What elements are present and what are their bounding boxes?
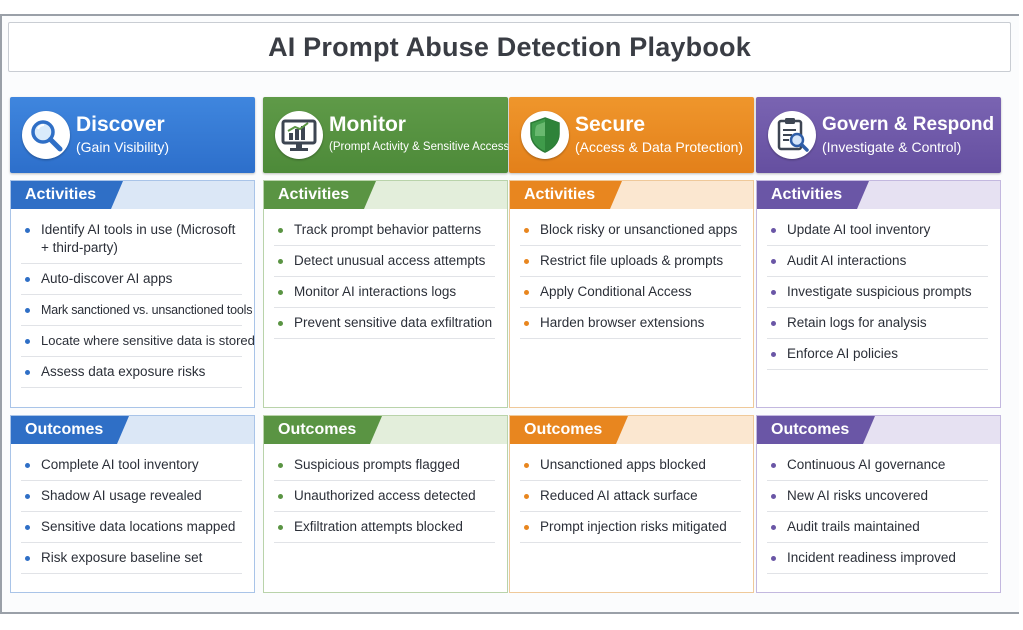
page-title: AI Prompt Abuse Detection Playbook <box>268 31 751 62</box>
activities-panel: Activities Track prompt behavior pattern… <box>263 180 508 408</box>
activities-label: Activities <box>11 181 123 209</box>
list-item: Restrict file uploads & prompts <box>520 246 741 277</box>
outcomes-panel: Outcomes Unsanctioned apps blocked Reduc… <box>509 415 754 593</box>
list-item: Monitor AI interactions logs <box>274 277 495 308</box>
list-item: Exfiltration attempts blocked <box>274 512 495 543</box>
activities-panel: Activities Identify AI tools in use (Mic… <box>10 180 255 408</box>
column-header: Monitor (Prompt Activity & Sensitive Acc… <box>263 97 513 173</box>
list-item: Prompt injection risks mitigated <box>520 512 741 543</box>
list-item: Assess data exposure risks <box>21 357 242 388</box>
list-item: Sensitive data locations mapped <box>21 512 242 543</box>
list-item: Identify AI tools in use (Microsoft + th… <box>21 215 242 264</box>
title-bar: AI Prompt Abuse Detection Playbook <box>8 22 1011 72</box>
list-item: Unauthorized access detected <box>274 481 495 512</box>
column-title: Govern & Respond <box>822 114 995 135</box>
list-item: New AI risks uncovered <box>767 481 988 512</box>
list-item: Prevent sensitive data exfiltration <box>274 308 495 339</box>
column-header: Govern & Respond (Investigate & Control) <box>756 97 1001 173</box>
list-item: Mark sanctioned vs. unsanctioned tools <box>21 295 252 326</box>
outcomes-label: Outcomes <box>264 416 382 444</box>
column-monitor: Monitor (Prompt Activity & Sensitive Acc… <box>263 97 513 593</box>
column-discover: Discover (Gain Visibility) Activities Id… <box>10 97 255 593</box>
column-subtitle: (Gain Visibility) <box>76 139 170 155</box>
column-title: Discover <box>76 113 165 136</box>
list-item: Retain logs for analysis <box>767 308 988 339</box>
outcomes-panel: Outcomes Complete AI tool inventory Shad… <box>10 415 255 593</box>
list-item: Locate where sensitive data is stored <box>21 326 255 357</box>
activities-label: Activities <box>264 181 376 209</box>
list-item: Update AI tool inventory <box>767 215 988 246</box>
list-item: Harden browser extensions <box>520 308 741 339</box>
activities-panel: Activities Block risky or unsanctioned a… <box>509 180 754 408</box>
list-item: Enforce AI policies <box>767 339 988 370</box>
outcomes-label: Outcomes <box>510 416 628 444</box>
column-title: Secure <box>575 113 646 136</box>
list-item: Continuous AI governance <box>767 450 988 481</box>
activities-panel: Activities Update AI tool inventory Audi… <box>756 180 1001 408</box>
list-item: Risk exposure baseline set <box>21 543 242 574</box>
list-item: Incident readiness improved <box>767 543 988 574</box>
monitor-chart-icon <box>275 111 323 159</box>
outcomes-panel: Outcomes Suspicious prompts flagged Unau… <box>263 415 508 593</box>
list-item: Unsanctioned apps blocked <box>520 450 741 481</box>
column-secure: Secure (Access & Data Protection) Activi… <box>509 97 754 593</box>
column-subtitle: (Prompt Activity & Sensitive Access) <box>329 141 514 153</box>
column-title: Monitor <box>329 113 406 136</box>
list-item: Audit trails maintained <box>767 512 988 543</box>
magnifier-icon <box>22 111 70 159</box>
column-header: Secure (Access & Data Protection) <box>509 97 754 173</box>
list-item: Block risky or unsanctioned apps <box>520 215 741 246</box>
clipboard-search-icon <box>768 111 816 159</box>
shield-icon <box>521 111 569 159</box>
outcomes-label: Outcomes <box>11 416 129 444</box>
column-govern-respond: Govern & Respond (Investigate & Control)… <box>756 97 1001 593</box>
column-header: Discover (Gain Visibility) <box>10 97 255 173</box>
outcomes-label: Outcomes <box>757 416 875 444</box>
column-subtitle: (Investigate & Control) <box>822 139 962 155</box>
list-item: Audit AI interactions <box>767 246 988 277</box>
list-item: Apply Conditional Access <box>520 277 741 308</box>
column-subtitle: (Access & Data Protection) <box>575 139 744 155</box>
list-item: Auto-discover AI apps <box>21 264 242 295</box>
list-item: Detect unusual access attempts <box>274 246 495 277</box>
list-item: Suspicious prompts flagged <box>274 450 495 481</box>
list-item: Track prompt behavior patterns <box>274 215 495 246</box>
activities-label: Activities <box>510 181 622 209</box>
list-item: Investigate suspicious prompts <box>767 277 988 308</box>
list-item: Shadow AI usage revealed <box>21 481 242 512</box>
list-item: Complete AI tool inventory <box>21 450 242 481</box>
activities-label: Activities <box>757 181 869 209</box>
list-item: Reduced AI attack surface <box>520 481 741 512</box>
outcomes-panel: Outcomes Continuous AI governance New AI… <box>756 415 1001 593</box>
